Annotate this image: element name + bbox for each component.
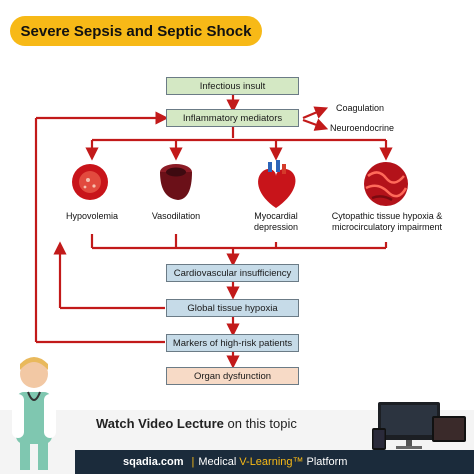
vasodilation-label: Vasodilation [151,211,201,221]
global-tissue-hypoxia-box: Global tissue hypoxia [166,299,299,317]
platform-word-1: Medical [198,456,237,468]
watch-rest: on this topic [227,416,297,431]
infectious-insult-box: Infectious insult [166,77,299,95]
tissue-icon [364,162,408,206]
hypovolemia-label: Hypovolemia [65,211,119,221]
cardiovascular-insufficiency-box: Cardiovascular insufficiency [166,264,299,282]
neuroendocrine-label: Neuroendocrine [330,123,395,133]
cytopathic-hypoxia-label: Cytopathic tissue hypoxia & microcircula… [322,211,452,233]
red-blood-cell-icon [72,164,108,200]
devices-illustration [372,402,466,450]
myocardial-depression-label: Myocardial depression [236,211,316,233]
myocardial-line-1: Myocardial [254,211,298,221]
markers-high-risk-box: Markers of high-risk patients [166,334,299,352]
platform-word-2: V-Learning™ [239,456,304,468]
watch-bold: Watch Video Lecture [96,416,224,431]
brand-logo: sqadia.com [123,456,184,468]
coagulation-label: Coagulation [336,103,385,113]
cytopathic-line-1: Cytopathic tissue hypoxia & [331,211,443,221]
heart-icon [258,160,296,208]
inflammatory-mediators-box: Inflammatory mediators [166,109,299,127]
doctor-illustration [12,357,56,470]
platform-word-3: Platform [306,456,348,468]
watch-lecture-text: Watch Video Lecture on this topic [96,416,297,431]
page-title: Severe Sepsis and Septic Shock [10,16,262,46]
vessel-icon [160,164,192,200]
myocardial-line-2: depression [253,222,299,232]
brand-separator: | [191,456,195,468]
cytopathic-line-2: microcirculatory impairment [331,222,443,232]
organ-dysfunction-box: Organ dysfunction [166,367,299,385]
brand-bar: sqadia.com | Medical V-Learning™ Platfor… [75,450,474,474]
